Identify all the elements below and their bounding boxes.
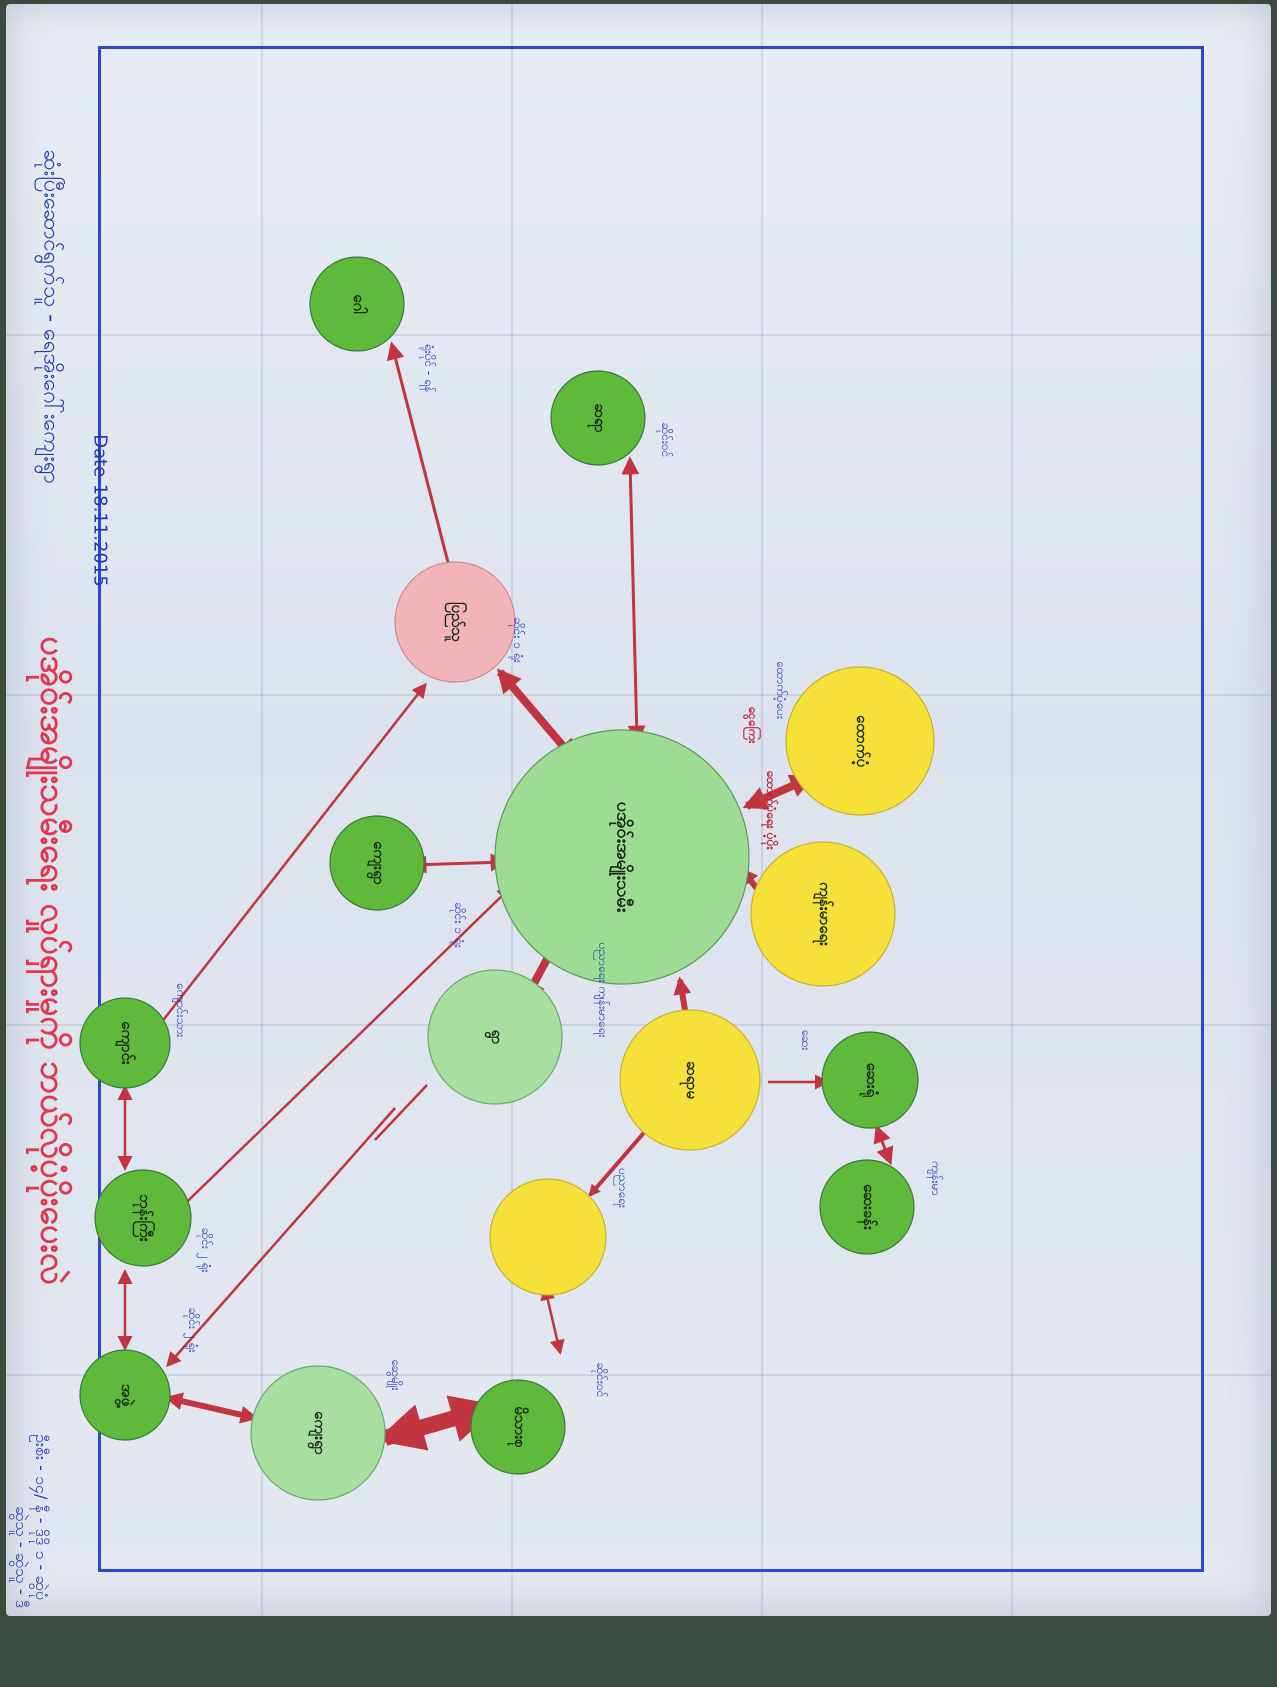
- header-line: ဆုံးပြီးဆောင်ရွက်သူ - ရေအိုးဂေါ်းကျေးရွာ: [38, 149, 64, 484]
- edge-center-midgreen: [408, 853, 509, 874]
- edge-note: ပညာရေး ကျန်းမာရေး: [596, 942, 610, 1038]
- node-mid-green: [329, 815, 425, 911]
- node-label: ဆေးခန်း: [860, 1184, 878, 1230]
- node-yellow-mid: [619, 1009, 761, 1151]
- node-label: ကျေးရွာ: [311, 1411, 329, 1455]
- node-note: ဆိုင်းဝင်: [594, 1362, 608, 1398]
- node-label: ရွာ: [488, 1029, 506, 1045]
- node-pink: [394, 561, 516, 683]
- node-small1: [550, 370, 646, 466]
- node-yellow-tr: [785, 666, 935, 816]
- node-note: ဆိုင်းဝင်: [659, 422, 673, 458]
- node-note: ဆွေမျိုး: [389, 1359, 403, 1391]
- edge-note: ဆိုင်း ၁ ရုံး: [452, 902, 466, 948]
- edge-note: ငွေကြေး: [746, 706, 760, 744]
- edge-note: ထောက်ပံ့ရေး ပံ့ပိုး: [764, 770, 778, 850]
- edge-stray: [374, 1084, 428, 1141]
- node-note: ကျောင်းသား: [174, 982, 188, 1038]
- node-label: ထောက်ပံ့: [853, 714, 871, 768]
- node-label: ကျောင်း: [118, 1021, 136, 1065]
- central-node-label: ပအိုဝ်းအမျိုးသမီး: [612, 801, 634, 913]
- node-note: ဆိုင်း ၁ ရုံး: [511, 617, 525, 663]
- node-bottom-light: [250, 1365, 386, 1501]
- node-note: ဆိုင်း ၂ ရုံး: [186, 1307, 200, 1353]
- node-label: မိသားစု: [511, 1406, 529, 1448]
- node-label: ကျေးရွာ: [370, 841, 388, 885]
- edge-left3-bottomlight: [164, 1392, 259, 1424]
- node-left1: [79, 997, 171, 1089]
- corner-note-line2: ဆွဲသူ - ဆွဲသူ - ဒီ: [12, 1505, 31, 1609]
- page-title: ပအိုဝ်းအမျိုးသမီးရေး လှုပ်ရှားမှုကို ဘယ်…: [32, 636, 73, 1285]
- node-label: အဖွဲ့: [118, 1383, 136, 1407]
- drawn-border-frame: [98, 46, 1204, 1572]
- edge-greenr1-greenr2: [873, 1124, 894, 1166]
- node-note: ကျန်းမာ: [929, 1160, 943, 1196]
- node-go: [309, 256, 405, 352]
- node-note: ထောက်ပံ့ပေး: [774, 660, 788, 720]
- node-left2: [94, 1169, 192, 1267]
- node-left3: [79, 1349, 171, 1441]
- node-label: ကျန်းမာရေး: [816, 882, 834, 946]
- node-green-r2: [819, 1159, 915, 1255]
- edge-center-left2: [157, 885, 513, 1231]
- node-yellow-r2: [750, 841, 896, 987]
- edge-small1-center: [621, 456, 646, 744]
- header-date: Date-18.11.2015: [89, 434, 111, 587]
- node-note: ရုံးပိုင် - ရန်: [422, 343, 436, 393]
- edge-bottomlight-bottomgreen: [375, 1395, 500, 1451]
- node-note: ဆိုင်း ၂ ရုံး: [199, 1227, 213, 1273]
- node-green-r1: [821, 1031, 919, 1129]
- edge-go-pink: [386, 341, 458, 582]
- node-label: ဆရာ: [591, 403, 609, 433]
- node-label: ဆေးရုံ: [863, 1062, 881, 1098]
- node-label: ဆရာမ: [683, 1061, 701, 1099]
- node-yellow-half: [489, 1178, 607, 1296]
- node-label: ပြည်သူ: [448, 601, 466, 643]
- node-light-half: [427, 969, 563, 1105]
- node-label: ဘုန်းကြီး: [136, 1194, 154, 1242]
- central-node: [494, 729, 750, 985]
- edge-bottomgreen-yellowhalf: [540, 1285, 565, 1355]
- network-diagram: [79, 256, 935, 1501]
- edge-line-left3: [166, 1107, 396, 1368]
- nodes: [79, 256, 935, 1501]
- node-note: ဆေး: [799, 1029, 813, 1051]
- node-bottom-green: [470, 1379, 566, 1475]
- node-label: ဂေါ: [350, 294, 368, 314]
- node-note: ပညာရေး: [616, 1168, 630, 1208]
